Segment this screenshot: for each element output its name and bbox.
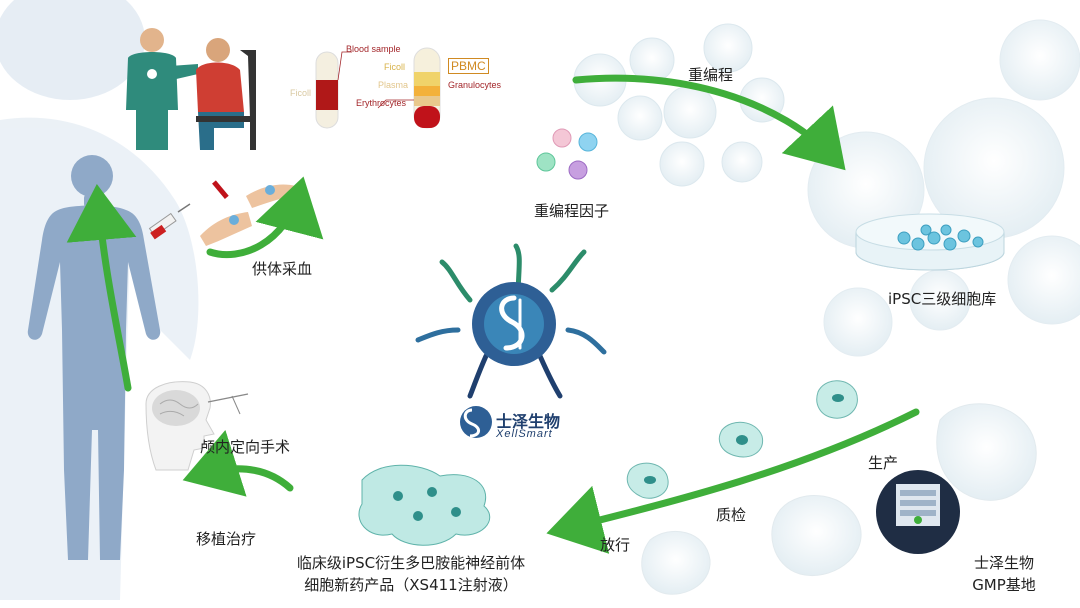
- petri-dish-icon: [855, 213, 1005, 271]
- label-transplant: 移植治疗: [196, 530, 257, 548]
- doctor-icon: [126, 28, 256, 150]
- tube-label-ficoll-left: Ficoll: [290, 88, 312, 98]
- reprogramming-factor-spheres: [536, 128, 598, 180]
- label-reprogramming: 重编程: [688, 66, 734, 84]
- arrow-recovery: [66, 184, 137, 392]
- tube-label-ficoll: Ficoll: [384, 62, 406, 72]
- syringe-icon: [148, 203, 191, 240]
- label-product-line2: 细胞新药产品（XS411注射液）: [304, 576, 518, 594]
- tube-label-erythrocytes: Erythrocytes: [356, 98, 407, 108]
- tube-leader-lines: [337, 51, 414, 109]
- background-cells-bottom: [641, 403, 1037, 595]
- arrow-transplant: [182, 429, 294, 497]
- label-quality-control: 质检: [716, 506, 747, 524]
- hands-icon: [200, 180, 296, 246]
- tube-label-plasma: Plasma: [378, 80, 409, 90]
- flow-arrows: [66, 74, 920, 554]
- brand-name-en: XellSmart: [496, 428, 553, 440]
- label-gmp-base-line2: GMP基地: [972, 576, 1036, 594]
- neural-progenitor-cells: [358, 464, 491, 546]
- logo-icon: [415, 243, 607, 399]
- label-donor-blood: 供体采血: [252, 260, 313, 278]
- blood-tube-right: [413, 47, 441, 129]
- label-reprogramming-factors: 重编程因子: [534, 202, 610, 220]
- label-product-line1: 临床级iPSC衍生多巴胺能神经前体: [296, 554, 526, 572]
- arrow-blood-collection: [206, 176, 324, 259]
- arrow-reprogramming: [572, 74, 846, 171]
- tube-label-pbmc: PBMC: [448, 58, 489, 74]
- label-production: 生产: [868, 454, 899, 472]
- differentiated-cells: [626, 380, 858, 499]
- label-surgery: 颅内定向手术: [200, 438, 291, 456]
- tube-label-granulocytes: Granulocytes: [448, 80, 502, 90]
- tube-label-blood-sample: Blood sample: [346, 44, 401, 54]
- label-ipsc-bank: iPSC三级细胞库: [888, 290, 997, 308]
- brand-name-cn: 士泽生物: [496, 412, 561, 431]
- gmp-facility-icon: [876, 470, 960, 554]
- label-release: 放行: [600, 536, 631, 554]
- reprogramming-bubbles: [573, 23, 785, 187]
- label-gmp-base-line1: 士泽生物: [973, 554, 1034, 572]
- arrow-production: [546, 408, 920, 554]
- brand-badge-icon: [460, 406, 492, 438]
- blood-tube-left: [315, 51, 339, 129]
